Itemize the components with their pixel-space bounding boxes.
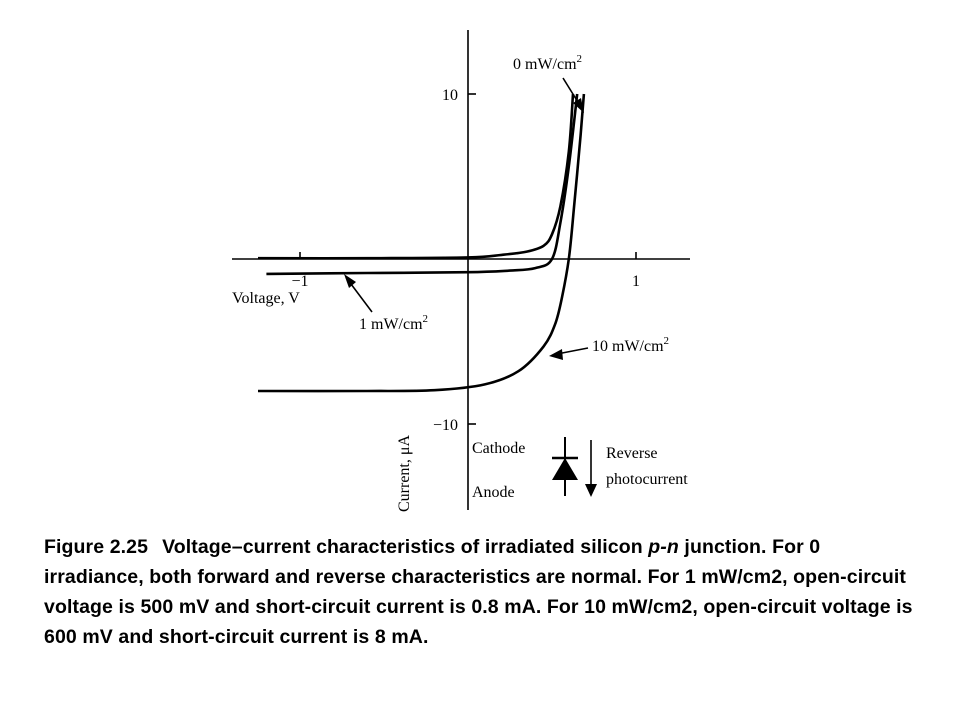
annotation-0mw: 0 mW/cm2: [513, 53, 582, 73]
x-tick-label-0: −1: [291, 273, 308, 290]
annotation-10mw: 10 mW/cm2: [592, 335, 669, 355]
x-tick-label-1: 1: [632, 273, 640, 290]
y-tick-label-1: −10: [433, 417, 458, 434]
iv-chart: −1 1 10 −10 Voltage, V Current, μA 0 mW/cm2…: [232, 30, 690, 512]
legend-photocurrent-label: photocurrent: [606, 471, 688, 488]
y-axis-title: Current, μA: [396, 435, 413, 512]
diode-icon: [552, 437, 578, 496]
legend-anode-label: Anode: [472, 484, 515, 501]
series-line-2: [257, 93, 586, 393]
axes: [232, 30, 690, 510]
reverse-arrow-icon: [585, 440, 597, 497]
x-axis-title: Voltage, V: [232, 290, 300, 307]
legend-reverse-label: Reverse: [606, 445, 658, 462]
legend-cathode-label: Cathode: [472, 440, 525, 457]
tick-group: −1 1 10 −10: [291, 87, 640, 434]
caption-italic-term: p-n: [648, 536, 679, 558]
series-line-1: [266, 93, 579, 276]
annotation-1mw: 1 mW/cm2: [359, 313, 428, 333]
caption-text-a: Voltage–current characteristics of irrad…: [162, 536, 649, 558]
series-group: [257, 93, 586, 393]
caption-figure-number: Figure 2.25: [44, 536, 149, 558]
annotation-0mw-arrowhead: [573, 98, 584, 113]
annotation-1mw-arrowhead: [344, 274, 356, 288]
caption-text-b: junction. For 0 irradiance, both forward…: [44, 536, 913, 648]
series-line-0: [257, 93, 575, 260]
figure-caption: Figure 2.25 Voltage–current characteristi…: [44, 532, 924, 652]
annotation-10mw-arrowhead: [549, 349, 563, 360]
y-tick-label-0: 10: [442, 87, 458, 104]
